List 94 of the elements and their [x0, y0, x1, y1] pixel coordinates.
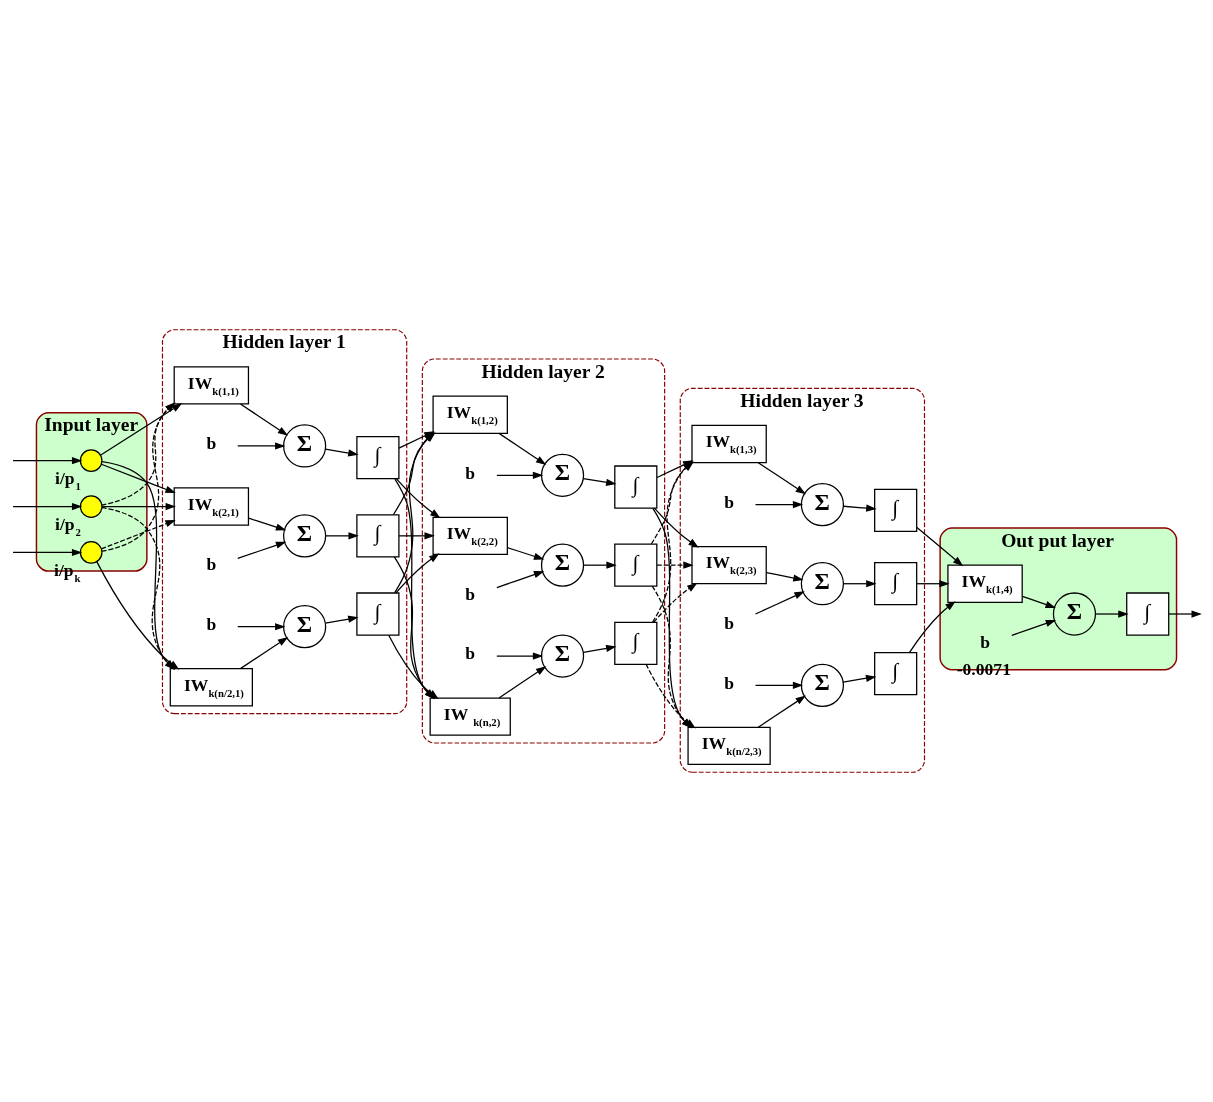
arrow [757, 695, 806, 728]
node-circle: Σ [800, 562, 845, 606]
arrow [100, 463, 176, 494]
node-box: IW$_{k(1,3)}$ [691, 424, 767, 464]
arrow [324, 615, 359, 624]
arrow [583, 561, 617, 569]
arrow [754, 500, 804, 509]
node-box: IW $_{k(n,2)}$ [429, 697, 511, 736]
node-circle: Σ [283, 514, 327, 558]
arrow [1011, 620, 1057, 636]
node-text: b [724, 672, 734, 693]
arrow [101, 402, 176, 552]
arrow [12, 548, 83, 557]
arrow [101, 502, 176, 511]
node-box: ∫ [356, 436, 400, 480]
node-circle: Σ [283, 424, 327, 468]
node-label: i/p$_{2}$ [55, 514, 81, 539]
arrow [1021, 595, 1056, 608]
arrow [239, 636, 289, 670]
node-circle [79, 449, 103, 472]
arrow [395, 478, 441, 519]
arrow [237, 442, 286, 450]
node-text: b [465, 462, 476, 483]
node-circle: Σ [1052, 592, 1097, 636]
arrow [248, 517, 287, 531]
arrow [656, 561, 694, 569]
arrow [757, 462, 806, 495]
node-text: b [206, 433, 217, 454]
node-text: b [465, 583, 476, 604]
node-box: IW$_{k(1,1)}$ [173, 366, 250, 405]
arrow [916, 526, 964, 567]
arrow [239, 403, 289, 436]
arrow [325, 532, 359, 540]
arrow [12, 502, 83, 511]
arrow [916, 580, 950, 588]
arrow [100, 403, 183, 456]
node-box: ∫ [614, 621, 658, 665]
node-label: i/p$_{1}$ [55, 468, 81, 493]
arrow [506, 546, 545, 560]
node-box: ∫ [1126, 592, 1170, 636]
node-circle: Σ [540, 634, 585, 678]
arrow [842, 674, 877, 683]
node-box: IW$_{k(2,2)}$ [432, 516, 508, 556]
node-box: IW$_{k(2,3)}$ [691, 545, 767, 585]
arrow [496, 652, 544, 660]
node-box: ∫ [874, 562, 918, 606]
arrow [653, 507, 699, 548]
arrow [843, 504, 877, 512]
arrow [324, 448, 359, 457]
arrow [498, 666, 547, 699]
arrow [398, 532, 435, 540]
node-box: ∫ [356, 592, 400, 636]
node-text: b [980, 631, 990, 652]
node-circle: Σ [800, 663, 845, 707]
arrow [754, 681, 804, 689]
node-box: ∫ [874, 651, 918, 696]
node-text: b [724, 491, 734, 512]
arrow [653, 582, 698, 623]
node-box: IW$_{k(1,2)}$ [432, 395, 508, 434]
arrow [101, 402, 176, 506]
node-text: b [724, 613, 734, 634]
arrow [498, 432, 547, 466]
node-box: IW$_{k(n/2,3)}$ [687, 726, 771, 766]
arrow [582, 477, 617, 486]
node-circle [79, 541, 103, 564]
arrow [395, 553, 440, 594]
node-box: IW$_{k(1,4)}$ [947, 564, 1023, 603]
arrow [496, 571, 545, 589]
node-box: ∫ [614, 465, 658, 509]
node-box: IW$_{k(2,1)}$ [173, 487, 250, 526]
node-box: IW$_{k(n/2,1)}$ [169, 668, 253, 707]
arrow [908, 601, 956, 654]
arrow [237, 541, 287, 560]
node-text: b [206, 614, 217, 635]
arrow [496, 471, 544, 479]
node-text: b [465, 643, 476, 664]
node-circle [79, 495, 103, 518]
arrow [843, 580, 877, 588]
arrow [100, 520, 176, 550]
node-circle: Σ [283, 605, 327, 649]
arrow [12, 457, 83, 465]
arrow [754, 591, 805, 615]
arrow [582, 644, 617, 654]
node-box: ∫ [614, 543, 658, 587]
node-box: ∫ [874, 488, 918, 533]
node-circle: Σ [540, 543, 585, 587]
node-box: ∫ [356, 514, 400, 558]
arrow [1095, 610, 1129, 618]
arrow [1168, 610, 1202, 618]
node-circle: Σ [540, 453, 585, 497]
arrow [765, 571, 804, 582]
arrow [237, 623, 286, 631]
node-circle: Σ [800, 482, 845, 527]
node-text: b [206, 554, 217, 575]
